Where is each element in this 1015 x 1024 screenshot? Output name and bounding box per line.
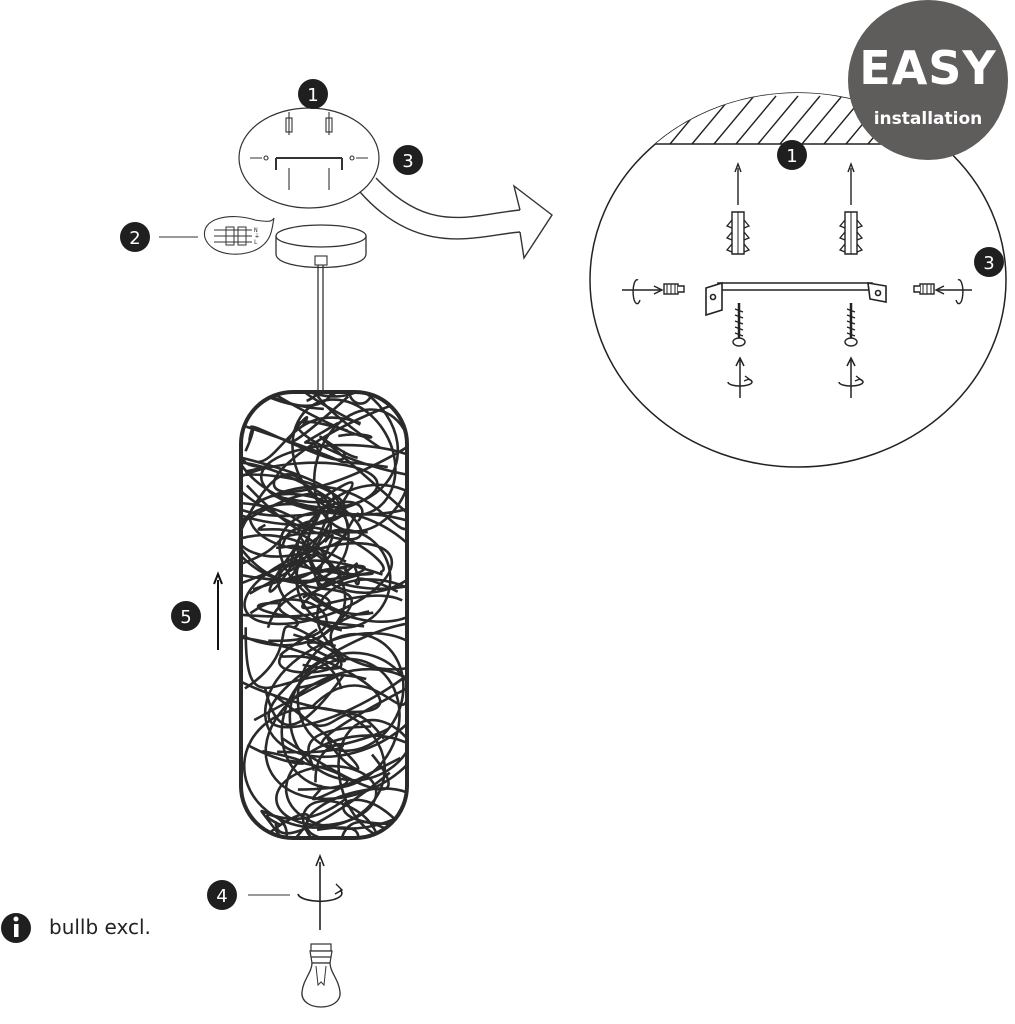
- side-screw-right: [913, 279, 972, 305]
- step-badge-1: 1: [298, 79, 328, 109]
- svg-text:3: 3: [402, 151, 413, 172]
- wire-label-l: L: [254, 239, 258, 246]
- mounting-bracket: [705, 281, 887, 317]
- wire-label-n: N: [254, 227, 258, 234]
- info-note: bullb excl.: [1, 913, 151, 943]
- side-screw-left: [622, 279, 685, 305]
- step-badge-1-detail: 1: [777, 140, 807, 170]
- step-badge-3: 3: [393, 145, 423, 175]
- svg-text:4: 4: [216, 886, 227, 907]
- wire-label-earth: ⏚: [254, 233, 260, 240]
- note-text: bullb excl.: [49, 915, 151, 939]
- step-badge-2: 2: [120, 222, 150, 252]
- svg-text:2: 2: [129, 228, 140, 249]
- easy-installation-badge: EASY installation: [848, 0, 1008, 160]
- step-badge-5: 5: [171, 601, 201, 631]
- info-icon: [1, 913, 31, 943]
- pendant-cable: [317, 265, 324, 395]
- svg-text:3: 3: [983, 253, 994, 274]
- svg-text:1: 1: [307, 85, 318, 106]
- badge-subtitle: installation: [874, 109, 983, 129]
- twist-arrow: [297, 853, 344, 930]
- step-badge-4: 4: [207, 880, 237, 910]
- svg-text:1: 1: [786, 146, 797, 167]
- lift-up-arrow: [213, 571, 223, 650]
- wiring-bubble: N ⏚ L: [204, 216, 275, 255]
- badge-title: EASY: [859, 41, 996, 95]
- ceiling-canopy: [275, 224, 367, 269]
- woven-lamp-shade: [239, 390, 409, 840]
- step-badge-3-detail: 3: [974, 247, 1004, 277]
- bracket-detail-oval: [238, 107, 553, 260]
- svg-text:5: 5: [180, 607, 191, 628]
- light-bulb: [301, 943, 341, 1008]
